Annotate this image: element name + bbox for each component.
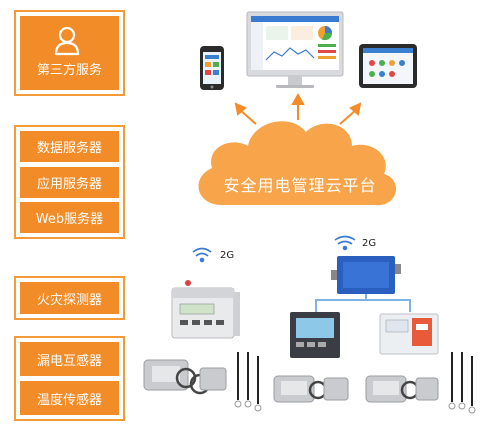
leakage-transformer-label: 漏电互感器 bbox=[36, 353, 102, 369]
connection-lines bbox=[315, 294, 411, 312]
current-transformer-group bbox=[143, 352, 262, 412]
fire-monitor-device bbox=[171, 280, 240, 339]
fire-detector-label: 火灾探测器 bbox=[36, 292, 102, 308]
data-server-label: 数据服务器 bbox=[36, 141, 102, 156]
signal-label-right: 2G bbox=[362, 238, 377, 249]
signal-label-left: 2G bbox=[220, 250, 235, 261]
app-server-label: 应用服务器 bbox=[36, 177, 102, 192]
temperature-sensor-label: 温度传感器 bbox=[36, 392, 102, 408]
wireless-signal-icon bbox=[334, 235, 356, 251]
third-party-label: 第三方服务 bbox=[36, 63, 102, 78]
temperature-sensor-box: 温度传感器 bbox=[20, 381, 119, 415]
wireless-signal-icon bbox=[192, 247, 212, 263]
current-transformer-group bbox=[365, 352, 476, 414]
cloud-shape bbox=[198, 121, 397, 206]
current-transformer-group bbox=[273, 375, 349, 403]
power-meter-device bbox=[290, 312, 340, 358]
monitor-icon bbox=[246, 11, 344, 88]
web-server-box: Web服务器 bbox=[20, 202, 119, 233]
detector-module-device bbox=[379, 313, 439, 355]
upload-arrows bbox=[234, 92, 362, 125]
fire-detector-box: 火灾探测器 bbox=[20, 282, 119, 314]
tablet-icon bbox=[359, 44, 417, 88]
app-server-box: 应用服务器 bbox=[20, 167, 119, 198]
smartphone-icon bbox=[200, 46, 224, 90]
web-server-label: Web服务器 bbox=[35, 212, 104, 227]
cloud-platform-label: 安全用电管理云平台 bbox=[223, 176, 377, 195]
data-server-box: 数据服务器 bbox=[20, 131, 119, 162]
gateway-device bbox=[331, 256, 401, 294]
user-icon bbox=[54, 26, 80, 56]
leakage-transformer-box: 漏电互感器 bbox=[20, 342, 119, 376]
